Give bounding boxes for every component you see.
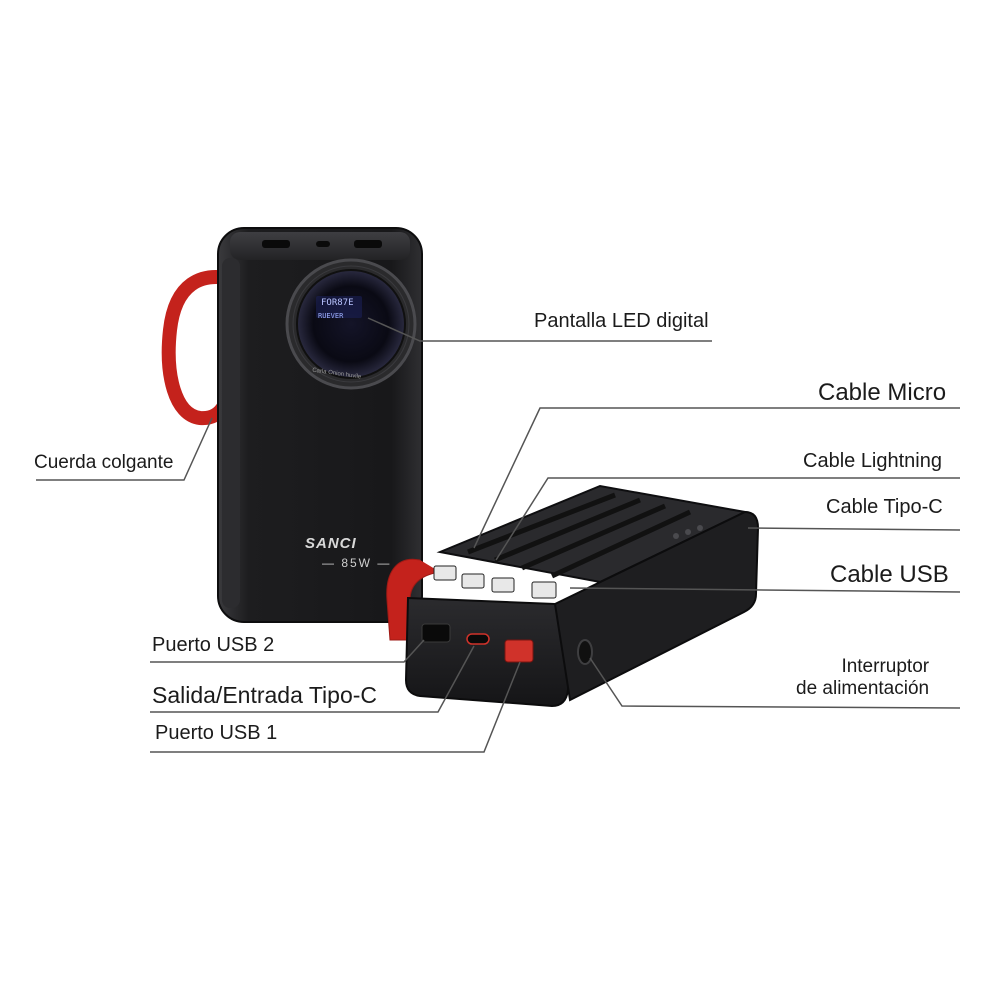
- leader-led: [367, 317, 712, 342]
- usb-port-2: [421, 623, 451, 643]
- model-label: — 85W —: [322, 556, 392, 570]
- leader-usb: [569, 587, 961, 593]
- lying-side-face: [553, 510, 760, 702]
- label-interruptor-line1: Interruptor: [841, 656, 930, 677]
- label-cable-usb: Cable USB: [830, 561, 949, 588]
- leader-salida: [150, 645, 475, 713]
- leader-usb1: [150, 661, 521, 753]
- top-port-left: [262, 240, 290, 248]
- label-cable-tipo-c: Cable Tipo-C: [826, 496, 943, 518]
- label-interruptor-line2: de alimentación: [796, 678, 930, 699]
- brand-logo: SANCI: [305, 535, 357, 552]
- cable-head-usb: [531, 581, 557, 599]
- cable-head-lightning: [461, 573, 485, 589]
- upright-power-bank: [161, 227, 423, 623]
- usb-port-1: [504, 639, 534, 663]
- leader-tipo-c: [747, 527, 961, 531]
- leader-cuerda: [36, 417, 213, 481]
- label-cuerda-colgante: Cuerda colgante: [34, 452, 174, 473]
- power-button: [577, 639, 593, 665]
- cable-head-micro: [433, 565, 457, 581]
- cable-head-tipo-c: [491, 577, 515, 593]
- leader-micro: [473, 407, 960, 549]
- leader-usb2: [150, 639, 425, 663]
- label-cable-micro: Cable Micro: [818, 379, 947, 406]
- label-cable-lightning: Cable Lightning: [803, 450, 942, 472]
- lying-power-bank: [386, 484, 760, 708]
- label-pantalla-led: Pantalla LED digital: [534, 310, 709, 332]
- leader-interruptor: [589, 657, 961, 709]
- top-port-right: [354, 240, 382, 248]
- label-puerto-usb-1: Puerto USB 1: [155, 722, 278, 744]
- lying-strap: [386, 558, 441, 641]
- tipo-c-port: [466, 633, 490, 645]
- label-puerto-usb-2: Puerto USB 2: [152, 634, 275, 656]
- label-salida-entrada: Salida/Entrada Tipo-C: [152, 682, 378, 708]
- leader-lines: [36, 317, 961, 753]
- lying-front-face: [404, 596, 572, 708]
- display-reading-1: FOR87E: [321, 298, 354, 308]
- top-port-mid: [316, 241, 330, 247]
- leader-lightning: [495, 477, 960, 561]
- label-interruptor: Interruptor de alimentación: [796, 656, 929, 700]
- display-reading-2: RUEVER: [318, 312, 344, 320]
